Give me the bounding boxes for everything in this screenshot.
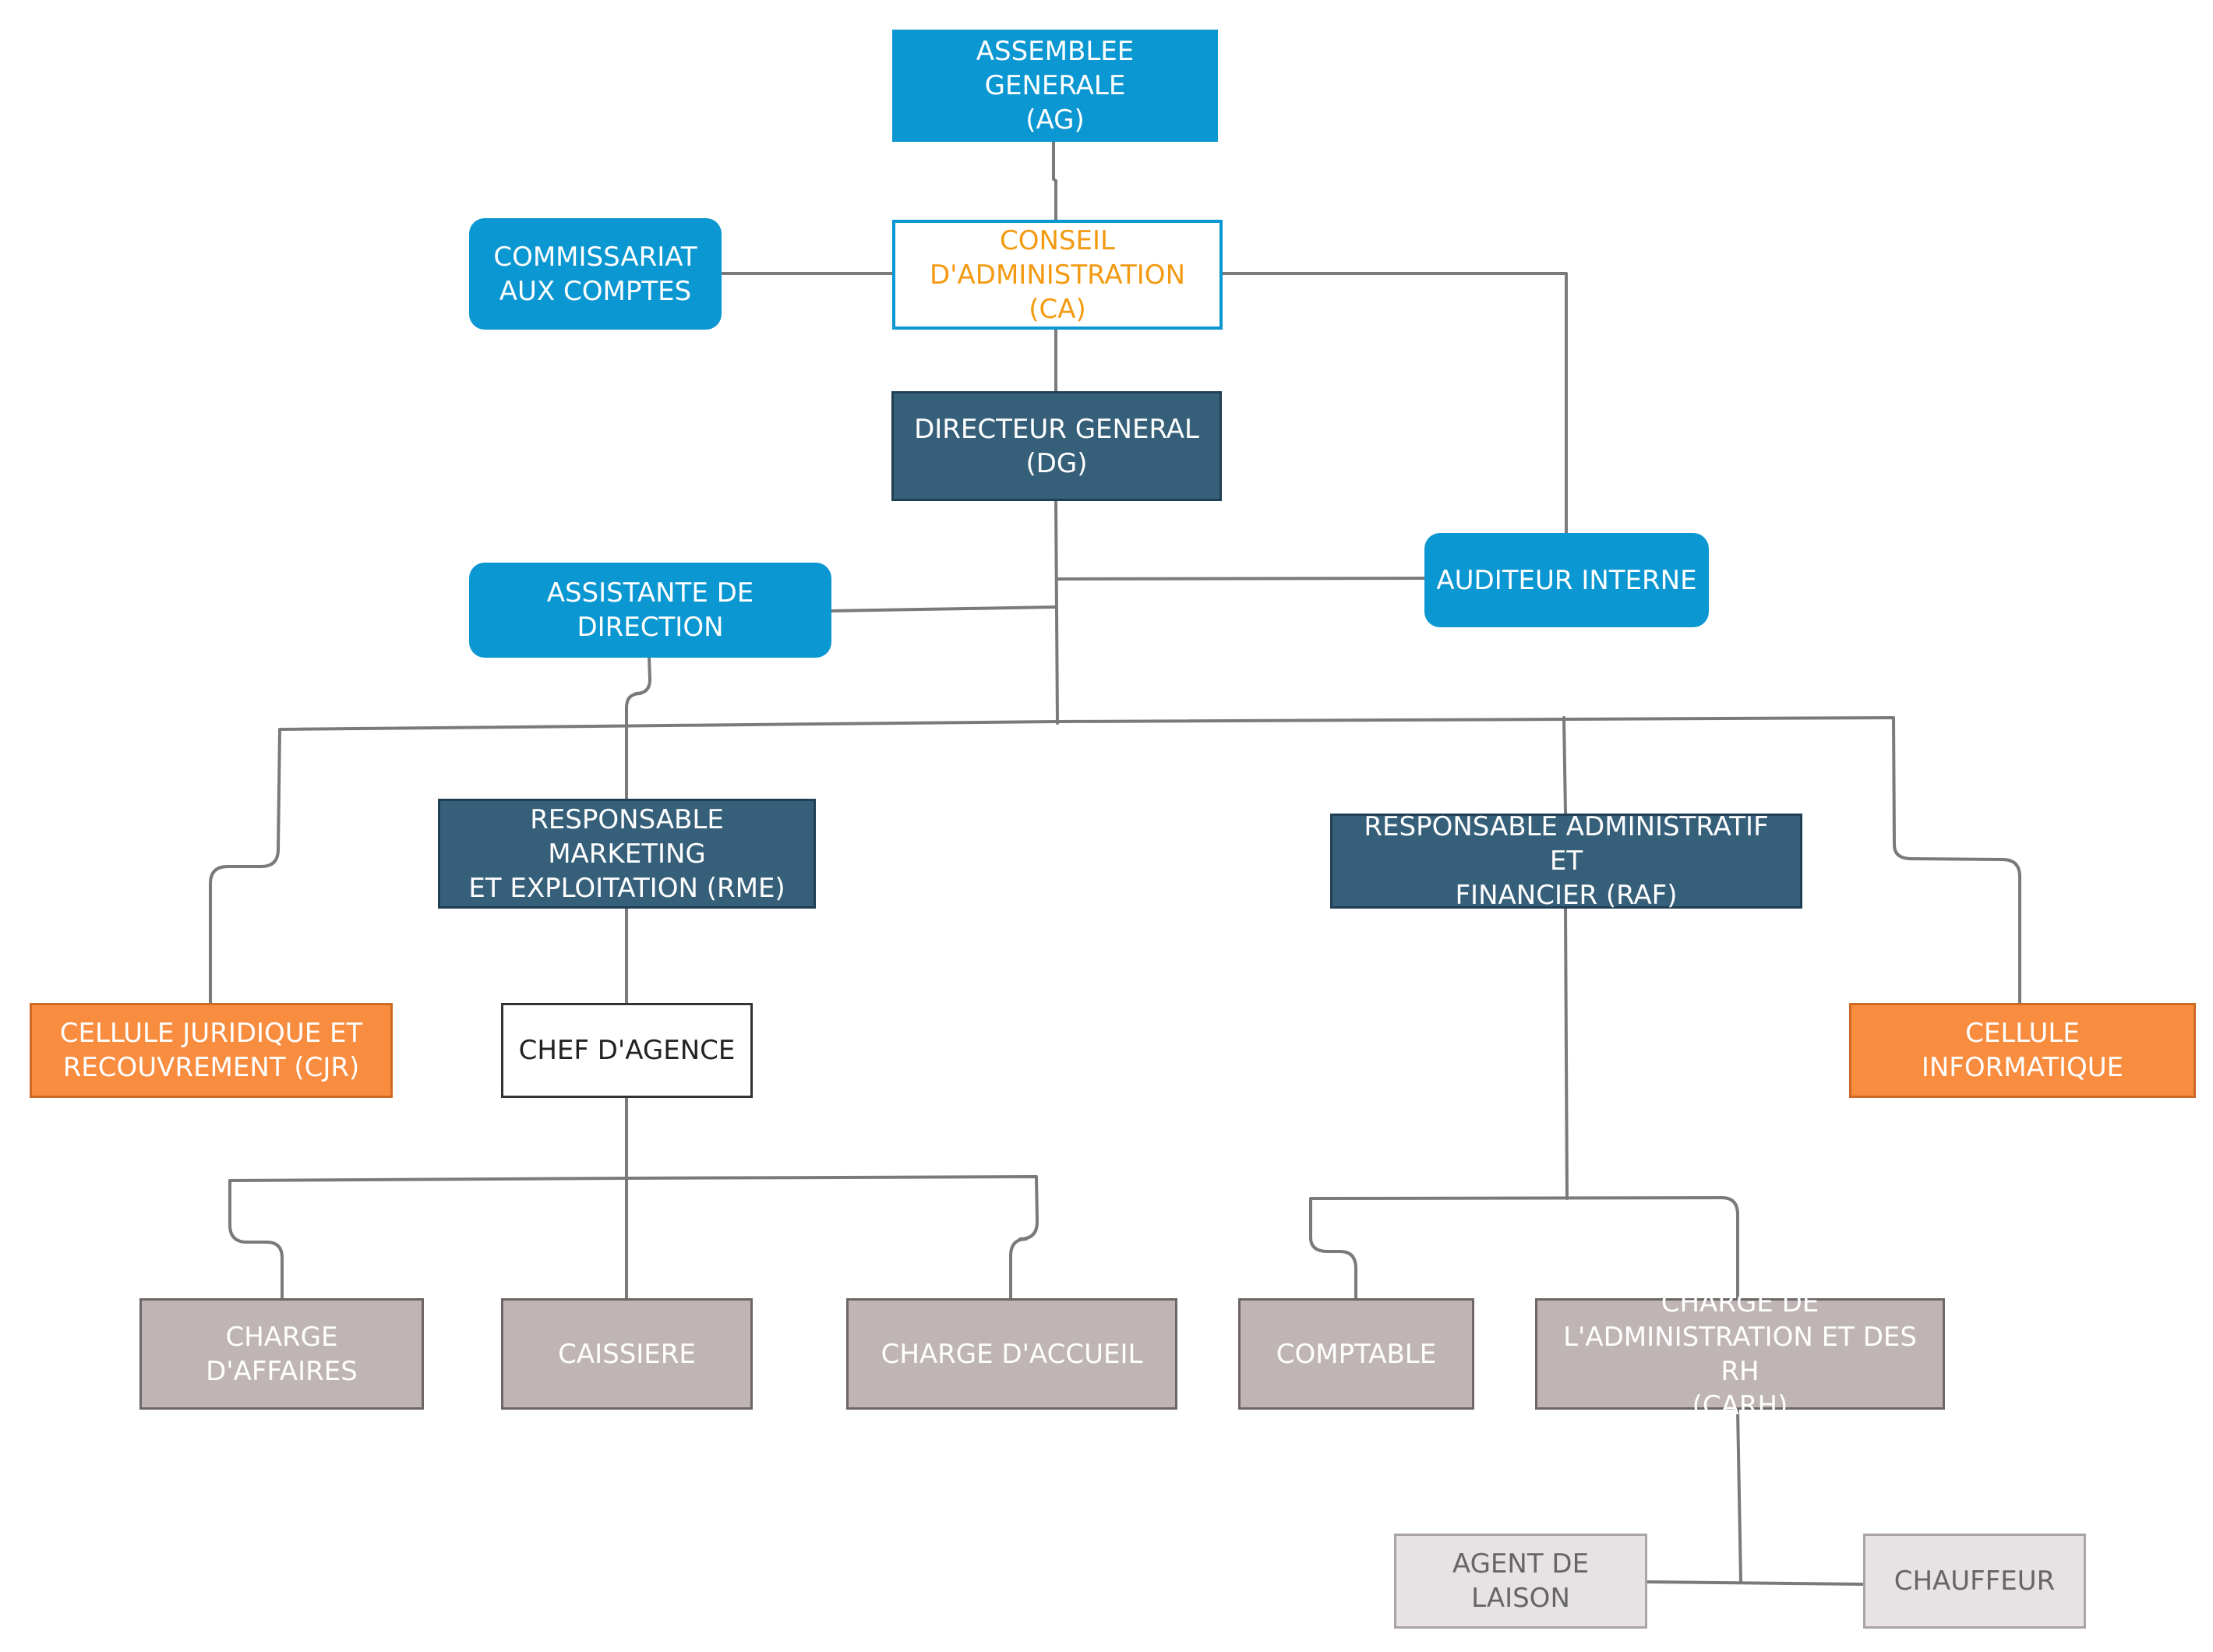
node-charge-accueil[interactable]: CHARGE D'ACCUEIL <box>846 1298 1177 1410</box>
node-responsable-marketing[interactable]: RESPONSABLE MARKETING ET EXPLOITATION (R… <box>438 799 816 909</box>
link-trunk-bus-left <box>209 720 1059 1005</box>
link-assistante-rme <box>625 655 651 800</box>
node-comptable[interactable]: COMPTABLE <box>1238 1298 1474 1410</box>
link-trunk-bus-right <box>1056 716 2021 1005</box>
link-auditeur-trunk <box>1056 577 1426 581</box>
node-cellule-informatique[interactable]: CELLULE INFORMATIQUE <box>1849 1003 2196 1098</box>
node-cellule-juridique[interactable]: CELLULE JURIDIQUE ET RECOUVREMENT (CJR) <box>30 1003 393 1098</box>
node-charge-administration-rh[interactable]: CHARGE DE L'ADMINISTRATION ET DES RH (CA… <box>1535 1287 1945 1421</box>
link-assistante-trunk <box>828 605 1057 612</box>
node-agent-laison[interactable]: AGENT DE LAISON <box>1394 1534 1647 1629</box>
link-raf-children-bus <box>1309 1196 1739 1300</box>
node-chauffeur[interactable]: CHAUFFEUR <box>1863 1534 2086 1629</box>
link-ag-ca <box>1052 139 1057 221</box>
link-agent-chauffeur <box>1643 1580 1864 1586</box>
link-chef-children-bus <box>228 1175 1039 1300</box>
link-bus-raf <box>1562 716 1567 815</box>
node-caissiere[interactable]: CAISSIERE <box>501 1298 753 1410</box>
node-assemblee-generale[interactable]: ASSEMBLEE GENERALE (AG) <box>892 30 1218 142</box>
node-charge-affaires[interactable]: CHARGE D'AFFAIRES <box>139 1298 424 1410</box>
link-carh-bottom <box>1736 1408 1742 1583</box>
node-directeur-general[interactable]: DIRECTEUR GENERAL (DG) <box>891 391 1222 501</box>
link-ca-auditeur <box>1219 272 1568 535</box>
node-responsable-administratif[interactable]: RESPONSABLE ADMINISTRATIF ET FINANCIER (… <box>1330 811 1802 911</box>
node-conseil-administration[interactable]: CONSEIL D'ADMINISTRATION (CA) <box>892 220 1223 330</box>
node-chef-agence[interactable]: CHEF D'AGENCE <box>501 1003 753 1098</box>
node-auditeur-interne[interactable]: AUDITEUR INTERNE <box>1424 533 1709 627</box>
link-dg-trunk <box>1054 499 1059 725</box>
node-assistante-direction[interactable]: ASSISTANTE DE DIRECTION <box>469 563 831 658</box>
link-raf-bus <box>1564 906 1569 1200</box>
node-commissariat-aux-comptes[interactable]: COMMISSARIAT AUX COMPTES <box>469 218 722 330</box>
